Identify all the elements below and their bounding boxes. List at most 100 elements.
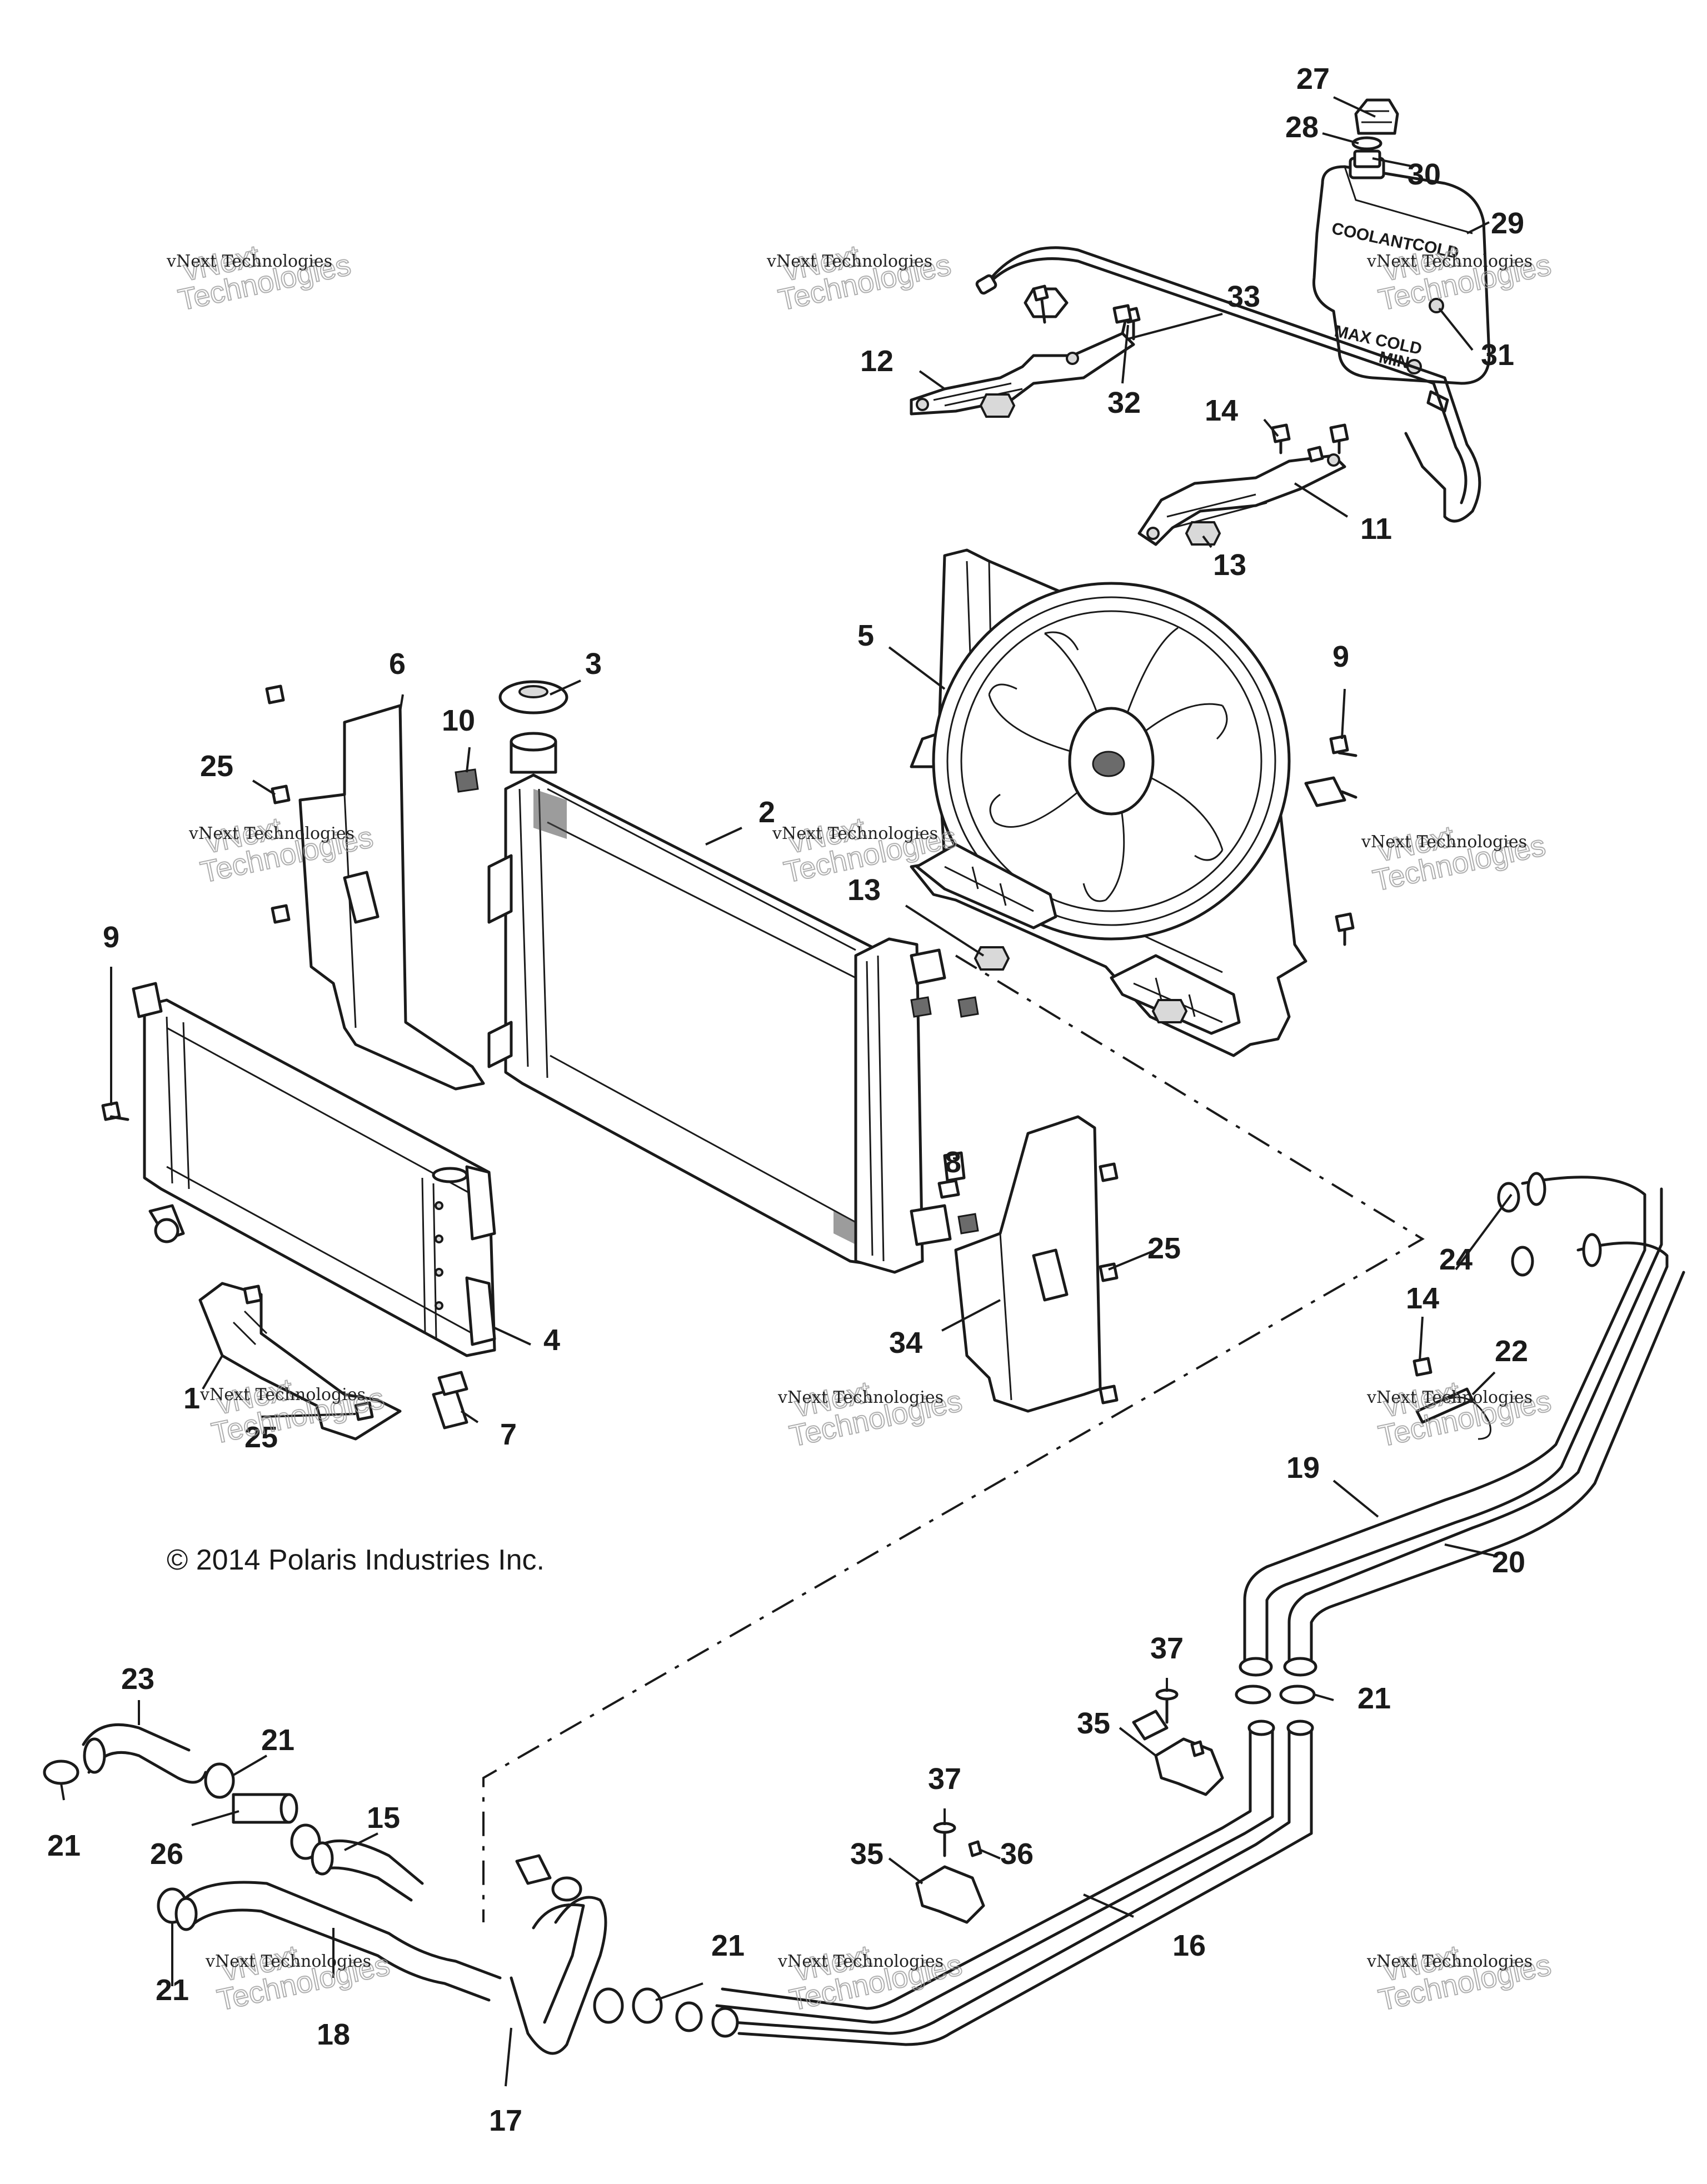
- callout-22: 22: [1495, 1335, 1528, 1368]
- callout-29: 29: [1491, 207, 1524, 240]
- callout-32: 32: [1107, 386, 1141, 419]
- watermark: vNext Technologies vNext Technologies: [777, 1375, 965, 1453]
- bolt-32: [1112, 304, 1132, 335]
- callout-19: 19: [1286, 1451, 1320, 1485]
- hose-clamps-21-right: [1235, 1685, 1316, 1705]
- panel-34-bolts: [1099, 1162, 1119, 1405]
- tank-bracket-upper: [910, 287, 1135, 416]
- radiator-clips: [910, 996, 979, 1235]
- callout-33: 33: [1227, 280, 1260, 313]
- coolant-hose-20: [1283, 1233, 1685, 1677]
- callout-21-far-left: 21: [47, 1829, 81, 1862]
- svg-text:vNext Technologies: vNext Technologies: [188, 824, 355, 843]
- watermark: vNext Technologies vNext Technologies: [1361, 819, 1549, 898]
- coolant-reservoir-tank: COOLANT COLD MAX COLD MIN: [1312, 157, 1491, 413]
- callout-6: 6: [389, 647, 406, 681]
- svg-text:vNext Technologies: vNext Technologies: [1366, 1952, 1533, 1971]
- callout-35-upper: 35: [1077, 1707, 1110, 1740]
- callout-5: 5: [857, 619, 874, 652]
- callout-13-mid: 13: [847, 873, 881, 907]
- svg-text:vNext Technologies: vNext Technologies: [772, 824, 938, 843]
- callout-16: 16: [1172, 1929, 1206, 1962]
- callout-21-mid: 21: [711, 1929, 745, 1962]
- callout-37-upper: 37: [1150, 1632, 1184, 1665]
- hose-clamps-21-mid: [593, 1987, 739, 2038]
- radiator-side-panel-6: [298, 704, 485, 1091]
- callout-25-upper: 25: [200, 749, 233, 783]
- grommet-13-shroud: [974, 946, 1188, 1023]
- grommet-13-mid: [1185, 521, 1221, 546]
- oil-cooler-bracket: [465, 1165, 496, 1346]
- callout-10: 10: [442, 704, 475, 737]
- watermark: vNext Technologies vNext Technologies: [1366, 1375, 1554, 1453]
- assembly-guide-line: [482, 954, 1425, 1922]
- radiator-fan-assembly: [910, 548, 1357, 1057]
- oil-cooler-bracket-1: [198, 1282, 402, 1441]
- callout-9-left: 9: [103, 921, 119, 954]
- callout-21-right: 21: [1357, 1682, 1391, 1715]
- callout-21-upper-left: 21: [261, 1723, 295, 1757]
- callout-36: 36: [1000, 1837, 1034, 1871]
- callout-26: 26: [150, 1837, 183, 1871]
- callout-20: 20: [1492, 1546, 1525, 1579]
- tank-bracket-lower: [1137, 453, 1346, 546]
- hose-clamps-24: [1497, 1182, 1534, 1277]
- callout-13-upper: 13: [1213, 548, 1246, 582]
- coolant-hose-15: [311, 1839, 424, 1902]
- panel-6-bolts: [265, 684, 291, 924]
- overflow-hose: [975, 246, 1481, 523]
- callout-14-upper: 14: [1205, 394, 1238, 427]
- svg-text:vNext Technologies: vNext Technologies: [766, 252, 932, 271]
- coupler-26: [232, 1793, 298, 1824]
- callout-37-lower: 37: [928, 1762, 961, 1796]
- svg-text:vNext Technologies: vNext Technologies: [1366, 1388, 1533, 1407]
- callout-9-right: 9: [1332, 640, 1349, 673]
- radiator-cap: [498, 680, 568, 714]
- svg-text:vNext Technologies: vNext Technologies: [777, 1388, 944, 1407]
- callout-21-lower-left: 21: [156, 1973, 189, 2007]
- callout-24: 24: [1439, 1243, 1473, 1276]
- callout-18: 18: [317, 2018, 350, 2051]
- copyright-notice: © 2014 Polaris Industries Inc.: [167, 1544, 545, 1576]
- bracket-lower-bolts: [1271, 423, 1349, 463]
- callout-3: 3: [585, 647, 602, 681]
- callout-11: 11: [1360, 512, 1392, 546]
- callout-4: 4: [543, 1323, 560, 1357]
- callout-8: 8: [945, 1146, 961, 1179]
- bleed-valve-8: [937, 1151, 966, 1199]
- coolant-hose-23: [82, 1723, 207, 1784]
- grommet-13-upper: [979, 393, 1016, 418]
- reservoir-cap: [1354, 98, 1399, 135]
- coolant-hose-17: [510, 1854, 607, 2055]
- elbow-fitting: [148, 1204, 185, 1243]
- callout-14-lower: 14: [1406, 1282, 1439, 1315]
- screw-36: [968, 1740, 1205, 1857]
- watermark: vNext Technologies vNext Technologies: [766, 238, 954, 317]
- watermark: vNext Technologies vNext Technologies: [166, 238, 354, 317]
- coolant-hose-16: [715, 1720, 1314, 2046]
- callout-7: 7: [500, 1418, 517, 1451]
- callout-25-right: 25: [1147, 1232, 1181, 1265]
- callout-35-lower: 35: [850, 1837, 884, 1871]
- svg-text:vNext Technologies: vNext Technologies: [205, 1952, 371, 1971]
- callout-1: 1: [183, 1382, 200, 1415]
- hose-clamp-35-lower: [915, 1865, 985, 1924]
- fitting-7: [432, 1371, 468, 1430]
- coolant-hose-18: [174, 1881, 502, 2002]
- clip-10: [455, 768, 479, 793]
- bolt-37-lower: [933, 1822, 956, 1857]
- callout-30: 30: [1407, 158, 1441, 191]
- svg-text:vNext Technologies: vNext Technologies: [1366, 252, 1533, 271]
- radiator-filler-neck: [510, 732, 557, 774]
- svg-text:vNext Technologies: vNext Technologies: [166, 252, 332, 271]
- callout-34: 34: [889, 1326, 922, 1360]
- callout-numbers: 27 28 30 29 31 33 12 32 14 11 13 5 9 3 6…: [47, 62, 1528, 2137]
- reservoir-cap-seal: [1351, 136, 1382, 151]
- svg-text:vNext Technologies: vNext Technologies: [1361, 832, 1527, 852]
- watermark: vNext Technologies vNext Technologies: [1366, 1938, 1554, 2017]
- oil-cooler: [132, 982, 496, 1357]
- callout-15: 15: [367, 1801, 400, 1835]
- hose-clamp-35-upper: [1132, 1710, 1224, 1796]
- callout-27: 27: [1296, 62, 1330, 96]
